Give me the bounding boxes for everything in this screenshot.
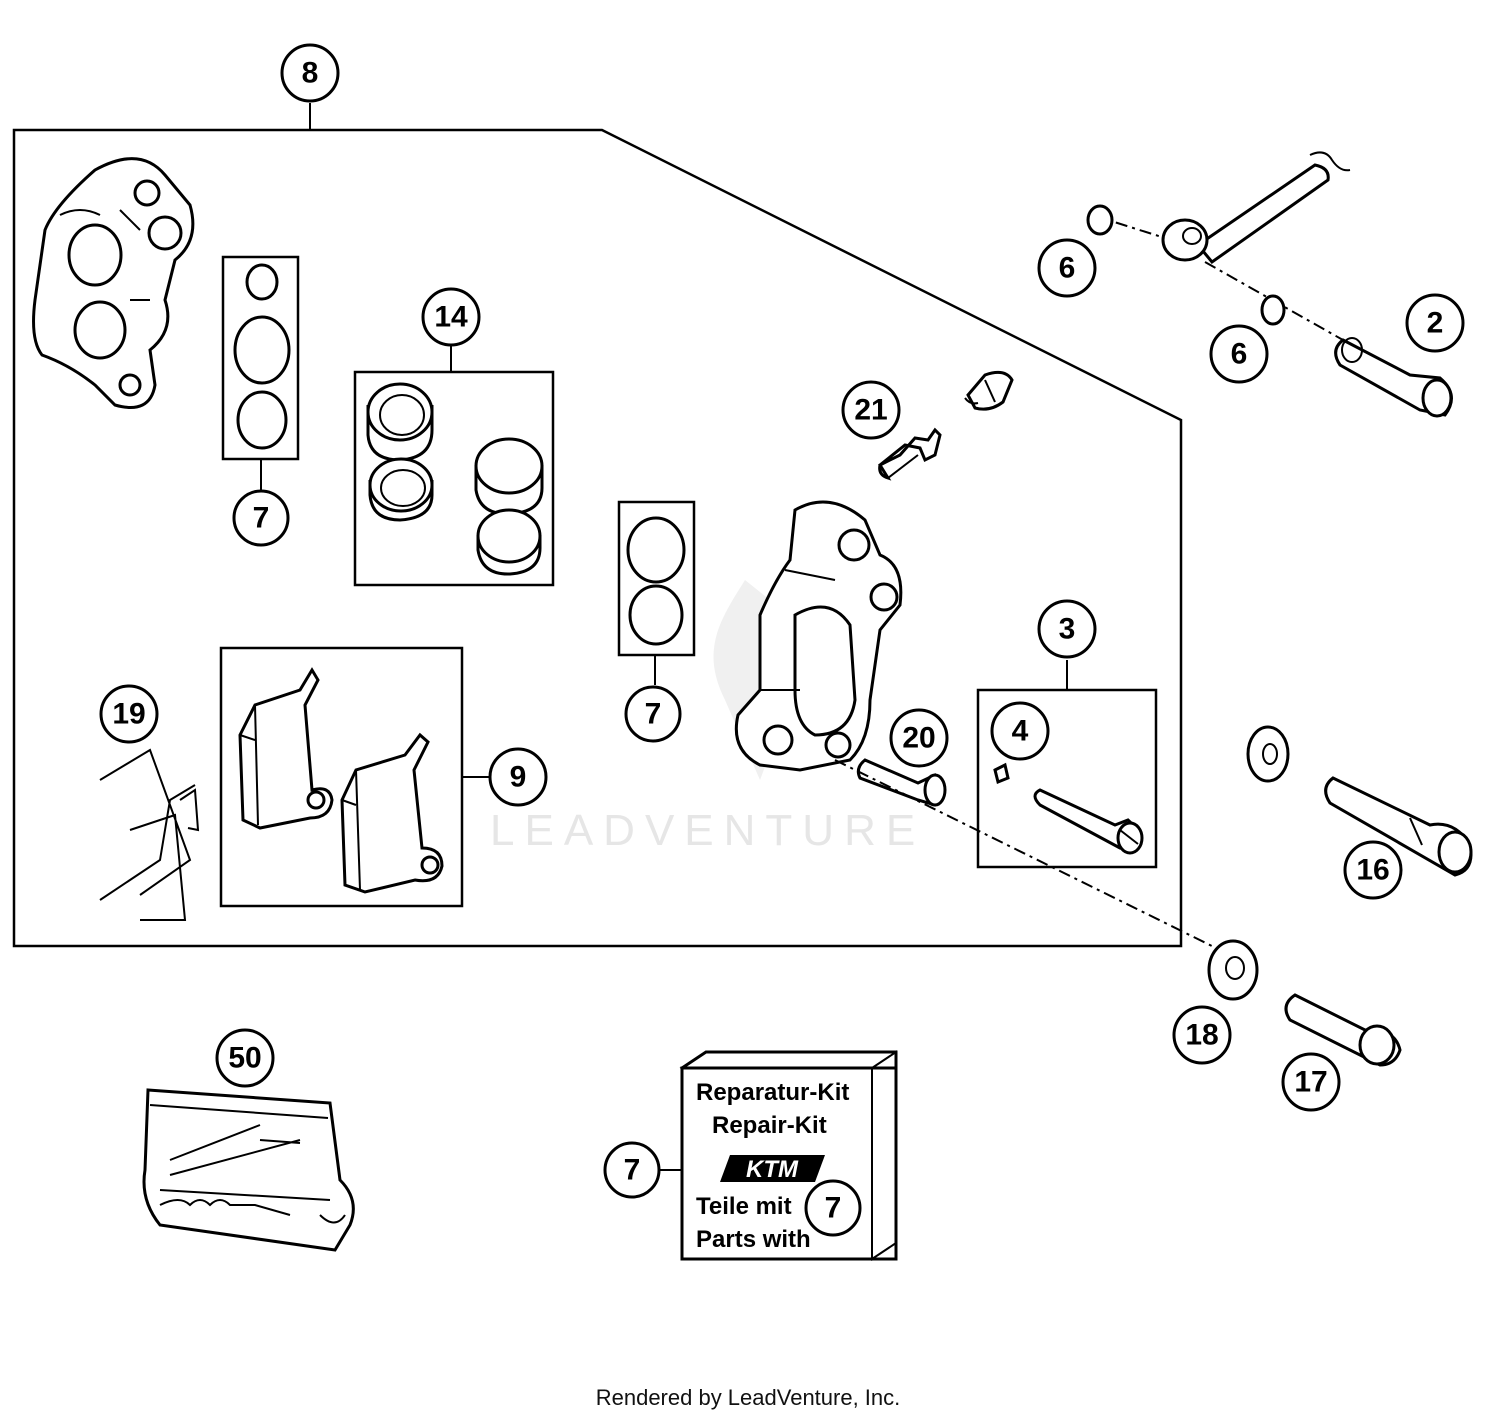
svg-text:6: 6 xyxy=(1231,338,1248,371)
callout-20: 20 xyxy=(889,708,949,768)
callout-6: 6 xyxy=(1037,238,1097,298)
callout-7: 7 xyxy=(804,1179,862,1237)
callout-14: 14 xyxy=(421,287,481,347)
parts-kit-bag xyxy=(142,1088,355,1252)
callout-2: 2 xyxy=(1405,293,1465,353)
callout-16: 16 xyxy=(1343,840,1403,900)
svg-text:4: 4 xyxy=(1012,715,1029,748)
callout-6: 6 xyxy=(1209,324,1269,384)
svg-text:6: 6 xyxy=(1059,252,1076,285)
svg-text:3: 3 xyxy=(1059,613,1076,646)
svg-text:9: 9 xyxy=(510,761,527,794)
svg-text:16: 16 xyxy=(1356,854,1389,887)
watermark-text: LEADVENTURE xyxy=(490,806,925,855)
svg-text:21: 21 xyxy=(854,394,887,427)
caliper-housing-outer xyxy=(32,157,195,409)
callout-4: 4 xyxy=(990,701,1050,761)
callout-19: 19 xyxy=(99,684,159,744)
svg-text:18: 18 xyxy=(1185,1019,1218,1052)
callout-18: 18 xyxy=(1172,1005,1232,1065)
piston-seals-set-a xyxy=(233,263,291,450)
caliper-housing-inner xyxy=(734,500,903,772)
brake-hose-banjo xyxy=(1086,151,1351,326)
svg-text:7: 7 xyxy=(645,698,662,731)
repair-kit-parts-de: Teile mit xyxy=(696,1193,792,1220)
callout-7: 7 xyxy=(624,685,682,743)
banjo-bolt xyxy=(1334,337,1453,418)
repair-kit-title-de: Reparatur-Kit xyxy=(696,1079,849,1106)
svg-text:2: 2 xyxy=(1427,307,1444,340)
pad-spring xyxy=(99,748,200,921)
callout-17: 17 xyxy=(1281,1052,1341,1112)
repair-kit-title-en: Repair-Kit xyxy=(712,1112,827,1139)
footer-credit: Rendered by LeadVenture, Inc. xyxy=(596,1385,901,1410)
callout-8: 8 xyxy=(280,43,340,103)
svg-text:7: 7 xyxy=(624,1154,641,1187)
svg-text:7: 7 xyxy=(253,502,270,535)
svg-text:50: 50 xyxy=(228,1042,261,1075)
callout-9: 9 xyxy=(488,747,548,807)
ktm-logo-text: KTM xyxy=(746,1156,799,1183)
bolt-16 xyxy=(1324,776,1473,877)
svg-text:8: 8 xyxy=(302,57,319,90)
repair-kit-parts-en: Parts with xyxy=(696,1226,811,1253)
ktm-logo: KTM xyxy=(720,1155,825,1183)
svg-text:17: 17 xyxy=(1294,1066,1327,1099)
washer-16 xyxy=(1246,725,1290,783)
callout-50: 50 xyxy=(215,1028,275,1088)
svg-text:20: 20 xyxy=(902,722,935,755)
bleeder-valve xyxy=(878,370,1014,481)
washer-18 xyxy=(1207,939,1259,1001)
svg-text:14: 14 xyxy=(434,301,468,334)
assembly-frame xyxy=(12,128,1183,948)
screw-kit xyxy=(993,762,1144,855)
callout-7: 7 xyxy=(603,1141,661,1199)
pistons-set xyxy=(366,382,544,576)
bolt-17 xyxy=(1284,993,1402,1067)
svg-text:19: 19 xyxy=(112,698,145,731)
svg-text:7: 7 xyxy=(825,1192,842,1225)
callout-7: 7 xyxy=(232,489,290,547)
repair-kit-box: Reparatur-Kit Repair-Kit KTM Teile mit P… xyxy=(679,1050,898,1261)
callout-21: 21 xyxy=(841,380,901,440)
brake-pads xyxy=(238,667,444,894)
guide-pin xyxy=(856,758,947,807)
callout-3: 3 xyxy=(1037,599,1097,659)
piston-seals-set-b xyxy=(626,516,686,646)
